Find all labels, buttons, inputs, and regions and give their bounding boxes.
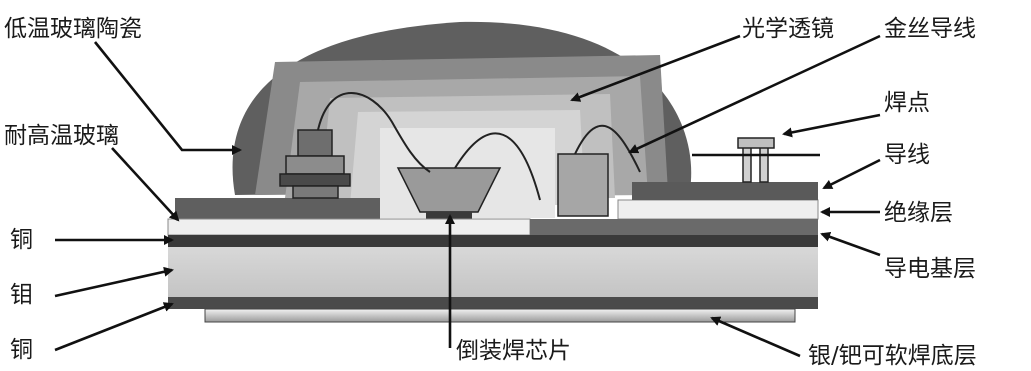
arrow-molybdenum [54,266,174,298]
arrow-solder-base [710,316,801,358]
insulation-left [167,218,531,236]
label-flip-chip: 倒装焊芯片 [456,338,571,364]
arrow-low-temp-glass [93,41,242,155]
label-insulation-layer: 绝缘层 [884,200,953,226]
arrow-conductive-substrate [820,232,881,257]
label-low-temp-glass-ceramic: 低温玻璃陶瓷 [4,16,142,42]
label-copper-top: 铜 [10,227,33,253]
gold-wire-left [317,92,431,173]
label-molybdenum: 钼 [10,282,33,308]
insulation-right-low [530,219,818,235]
molybdenum-layer [168,247,818,297]
label-conductive-substrate: 导电基层 [884,256,976,282]
copper-top-layer [168,235,818,247]
gold-wire-right [574,124,641,173]
label-gold-wire: 金丝导线 [884,16,976,42]
arrow-copper-bottom [54,302,174,352]
arrow-high-temp-glass [111,147,180,222]
label-high-temp-glass: 耐高温玻璃 [4,123,119,149]
arrow-optical-lens [570,34,741,102]
left-component [279,129,351,199]
solder-post [737,137,775,183]
label-optical-lens: 光学透镜 [742,16,834,42]
arrow-gold-wire [628,34,881,154]
gold-wire-mid [454,132,541,201]
left-ceramic-pad [175,198,380,219]
arrow-lead [822,158,881,190]
right-conductor-pad [632,182,818,200]
label-solder-joint: 焊点 [884,90,930,116]
label-lead-wire: 导线 [884,142,930,168]
label-solder-base-layer: 银/钯可软焊底层 [808,343,977,369]
leader-lines [54,34,881,358]
right-chip [557,153,609,217]
arrow-solder-joint [782,113,881,138]
insulation-right [617,199,819,220]
copper-bottom-layer [168,297,818,309]
solder-base-layer [204,308,796,323]
label-copper-bottom: 铜 [10,337,33,363]
